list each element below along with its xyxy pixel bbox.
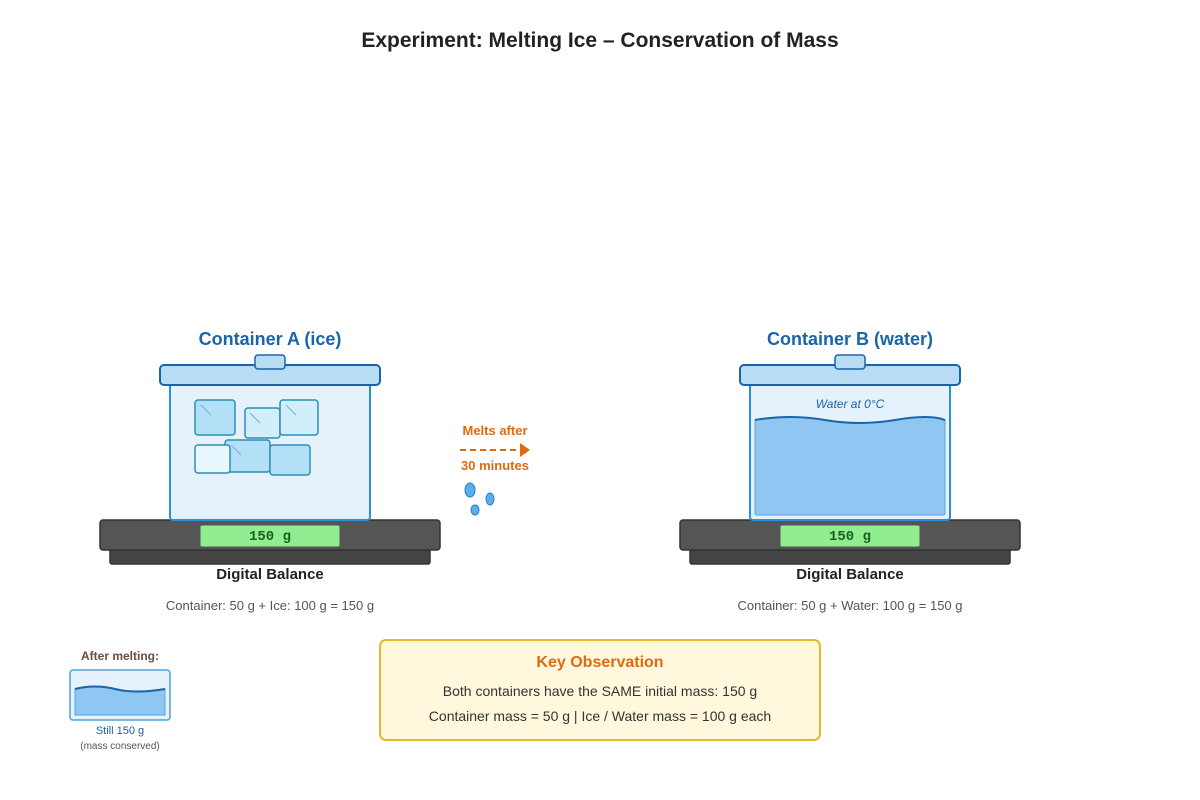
container-a-caption: Container: 50 g + Ice: 100 g = 150 g: [165, 598, 375, 613]
ice-cube: [224, 439, 271, 473]
ice-cube: [244, 407, 281, 439]
balance-b-readout: 150 g: [828, 529, 871, 545]
ice-cube-shine: [200, 404, 212, 416]
after-melting-note: (mass conserved): [80, 741, 160, 752]
container-a-title: Container A (ice): [198, 329, 342, 349]
water-droplets-icon: [464, 482, 495, 516]
ice-cube: [269, 444, 311, 476]
page-title: Experiment: Melting Ice – Conservation o…: [361, 29, 839, 52]
ice-cube-shine: [249, 412, 261, 424]
container-b-caption: Container: 50 g + Water: 100 g = 150 g: [737, 598, 963, 613]
water-body: [754, 416, 946, 516]
balance-b-label: Digital Balance: [796, 566, 904, 583]
transition-line-2: 30 minutes: [461, 458, 529, 473]
ice-cube-shine: [285, 404, 297, 416]
container-b-title: Container B (water): [766, 329, 934, 349]
ice-cube-shine: [230, 444, 242, 456]
balance-a-readout: 150 g: [248, 529, 291, 545]
water-label: Water at 0°C: [815, 397, 885, 411]
observation-line-2: Container mass = 50 g | Ice / Water mass…: [428, 708, 772, 724]
container-b: [679, 354, 1021, 565]
after-melting-jar: [69, 669, 171, 721]
melting-arrow: [460, 443, 530, 457]
transition-line-1: Melts after: [462, 423, 528, 438]
container-b-lid-knob: [834, 354, 866, 370]
balance-b-display: [779, 524, 921, 548]
container-a: [99, 354, 441, 565]
balance-a-display: [199, 524, 341, 548]
water-surface-line: [754, 416, 946, 424]
ice-cube: [194, 444, 231, 474]
after-melting-title: After melting:: [81, 649, 159, 663]
observation-line-1: Both containers have the SAME initial ma…: [442, 683, 758, 699]
droplet: [485, 492, 495, 506]
observation-box: [379, 639, 821, 741]
ice-cubes: [194, 399, 319, 476]
arrow-head: [520, 443, 530, 457]
container-a-lid-knob: [254, 354, 286, 370]
droplet: [470, 504, 480, 516]
ice-cube: [279, 399, 319, 436]
after-melting-result: Still 150 g: [95, 725, 145, 737]
observation-title: Key Observation: [536, 654, 664, 671]
balance-a-label: Digital Balance: [216, 566, 324, 583]
mini-water-surface: [74, 685, 166, 693]
droplet: [464, 482, 476, 498]
